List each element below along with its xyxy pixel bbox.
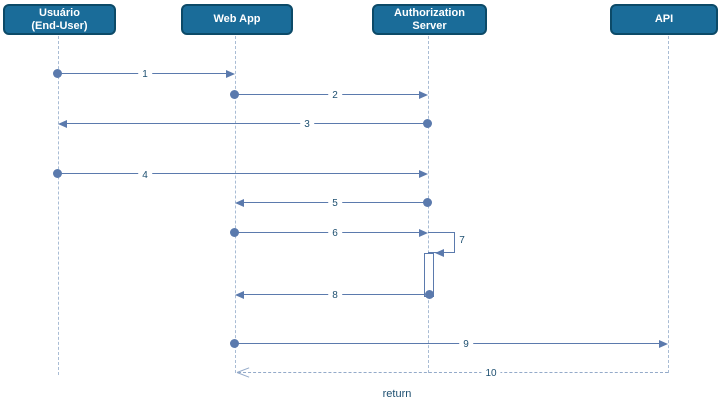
arrowhead-left-icon	[435, 249, 444, 257]
arrowhead-left-icon	[58, 120, 67, 128]
arrowhead-right-icon	[659, 340, 668, 348]
message-9-line	[235, 343, 659, 344]
lifeline-api	[668, 36, 669, 373]
message-6-label: 6	[328, 228, 342, 240]
message-2-origin-dot	[230, 90, 239, 99]
message-5-origin-dot	[423, 198, 432, 207]
arrowhead-right-icon	[419, 170, 428, 178]
arrowhead-right-icon	[419, 91, 428, 99]
message-8-origin-dot	[425, 290, 434, 299]
message-3-origin-dot	[423, 119, 432, 128]
message-4-origin-dot	[53, 169, 62, 178]
message-6-line	[235, 232, 419, 233]
arrowhead-left-icon	[235, 291, 244, 299]
actor-box-web-app: Web App	[181, 4, 293, 35]
message-6-origin-dot	[230, 228, 239, 237]
message-9-label: 9	[459, 339, 473, 351]
message-4-line	[58, 173, 419, 174]
arrowhead-right-icon	[419, 229, 428, 237]
actor-box-usuario: Usuário (End-User)	[3, 4, 116, 35]
return-label: return	[382, 388, 412, 400]
actor-box-authorization-server: Authorization Server	[372, 4, 487, 35]
arrowhead-left-icon	[235, 199, 244, 207]
message-9-origin-dot	[230, 339, 239, 348]
message-1-origin-dot	[53, 69, 62, 78]
actor-box-api: API	[610, 4, 718, 35]
message-2-label: 2	[328, 90, 342, 102]
message-5-label: 5	[328, 198, 342, 210]
message-7-label: 7	[455, 235, 469, 247]
message-4-label: 4	[138, 170, 152, 182]
message-10-line	[238, 372, 668, 373]
message-1-label: 1	[138, 69, 152, 81]
message-3-label: 3	[300, 119, 314, 131]
lifeline-usuario	[58, 36, 59, 375]
message-8-label: 8	[328, 290, 342, 302]
message-10-label: 10	[481, 368, 501, 380]
message-2-line	[235, 94, 419, 95]
message-3-line	[67, 123, 428, 124]
arrowhead-right-icon	[226, 70, 235, 78]
